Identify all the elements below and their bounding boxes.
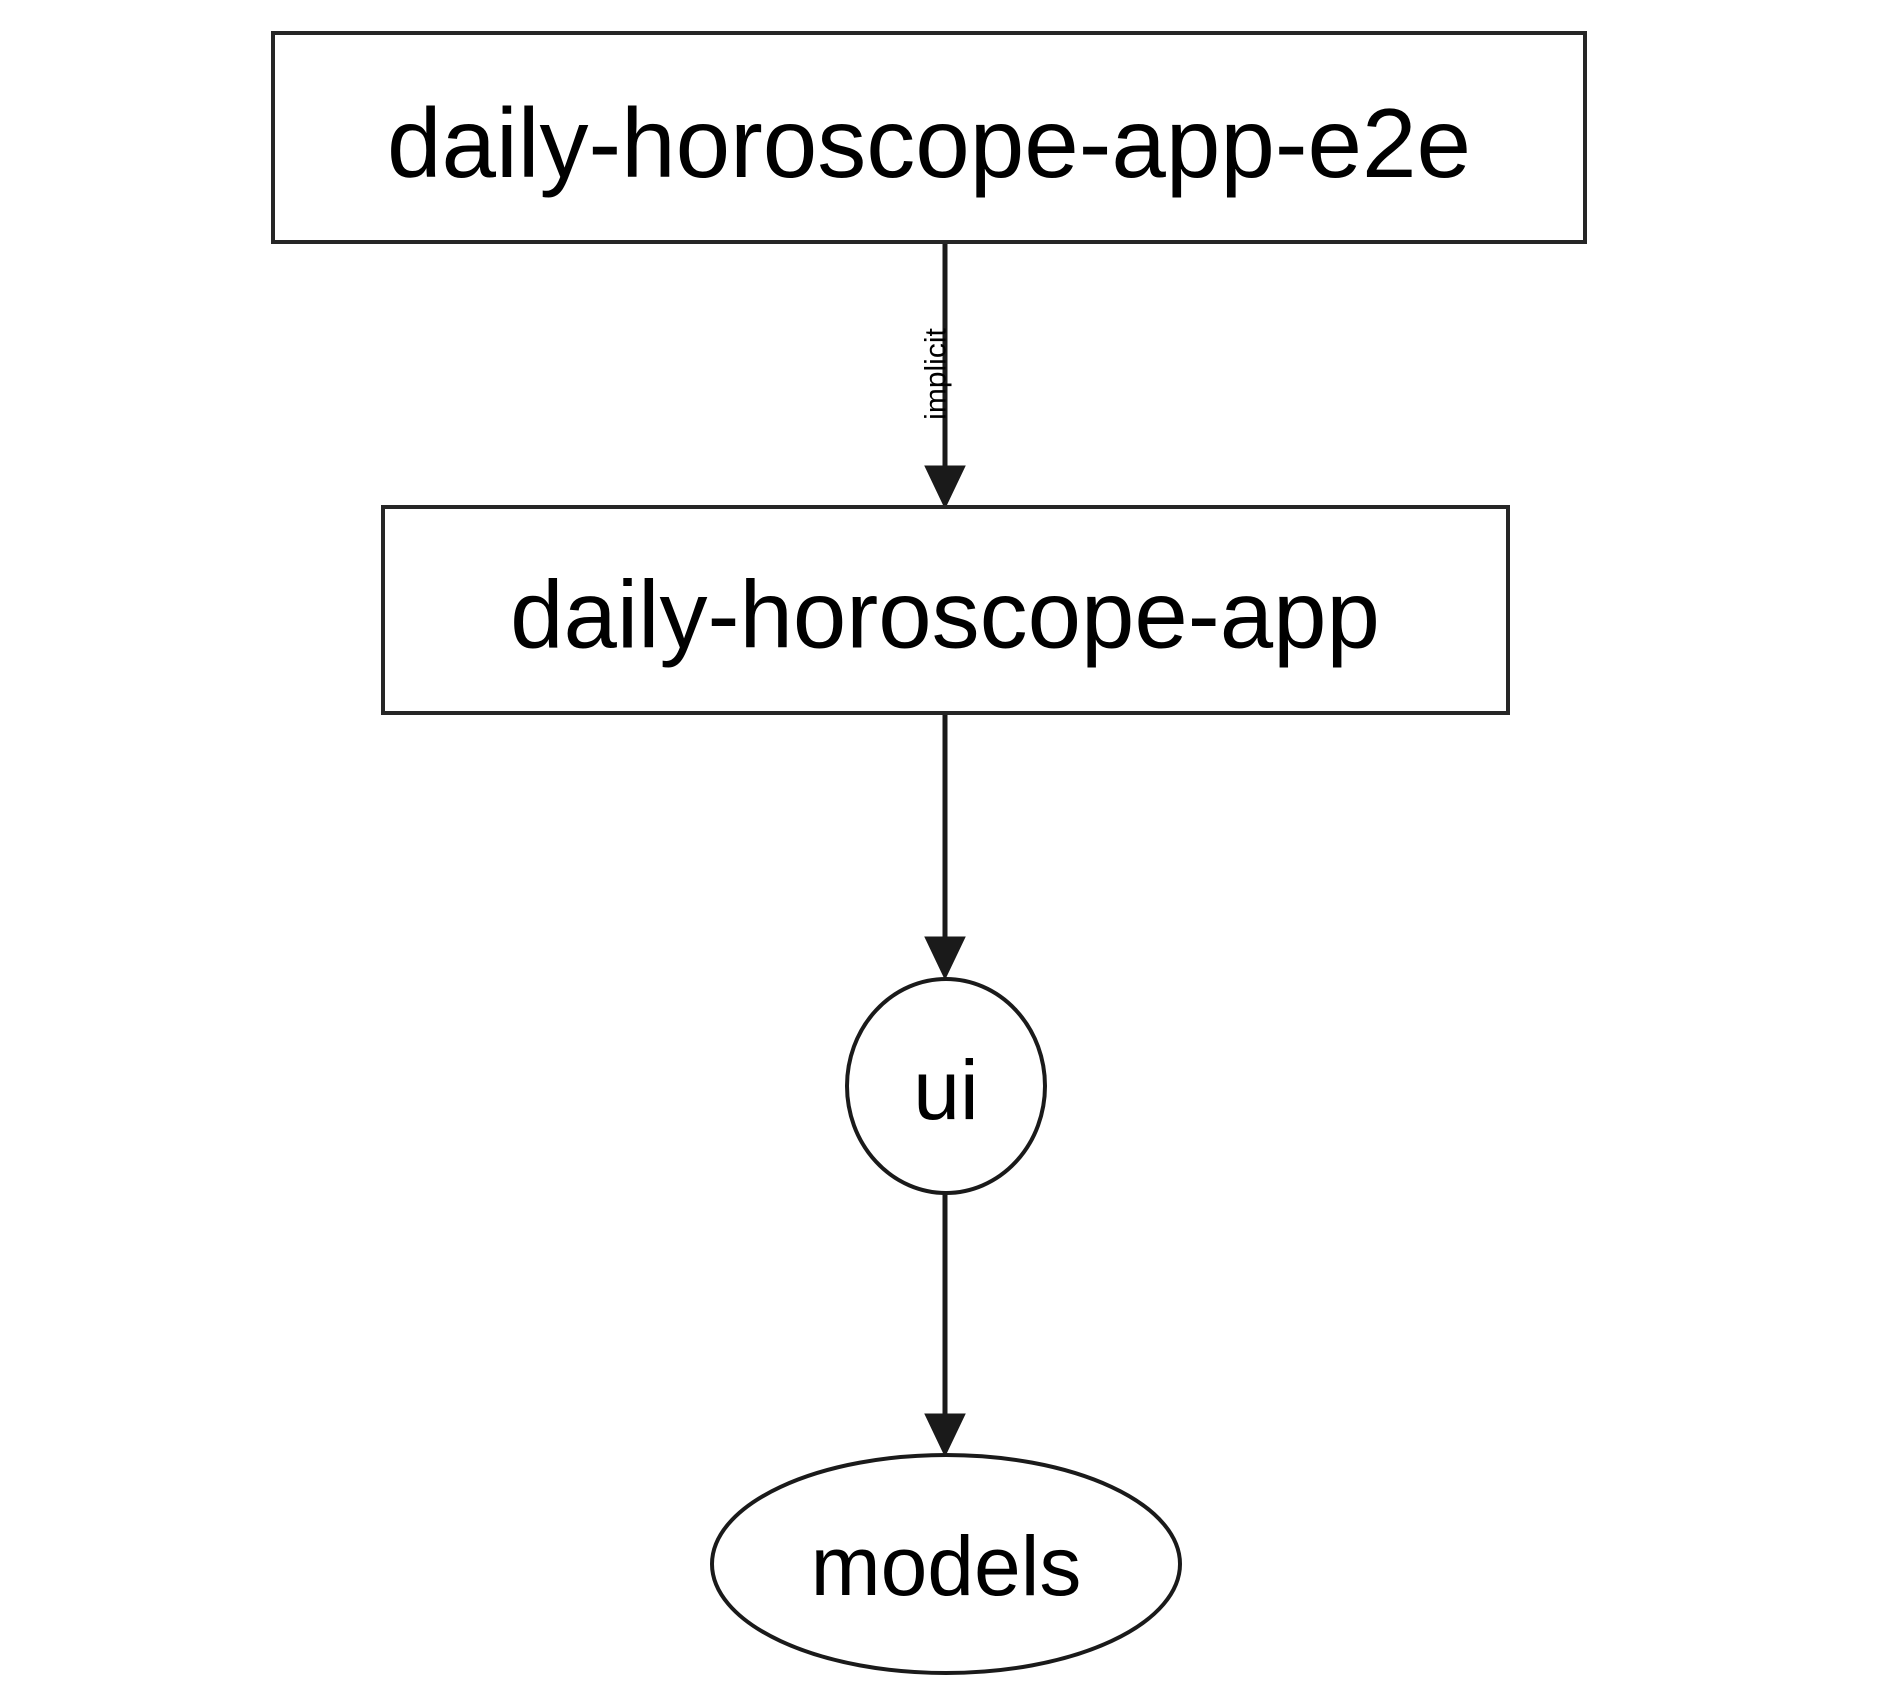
edge-app-to-ui[interactable]	[924, 713, 966, 981]
arrowhead-icon	[924, 1413, 966, 1458]
edge-e2e-to-app[interactable]: implicit	[920, 243, 966, 510]
edge-label-implicit: implicit	[920, 328, 953, 420]
node-ui[interactable]: ui	[845, 977, 1047, 1195]
node-ellipse-models	[710, 1453, 1182, 1675]
node-daily-horoscope-app-e2e[interactable]: daily-horoscope-app-e2e	[271, 31, 1587, 244]
edge-ui-to-models[interactable]	[924, 1193, 966, 1458]
node-rect-app	[381, 505, 1510, 715]
node-daily-horoscope-app[interactable]: daily-horoscope-app	[381, 505, 1510, 715]
node-label-e2e: daily-horoscope-app-e2e	[387, 88, 1471, 198]
arrowhead-icon	[924, 936, 966, 981]
node-rect-e2e	[271, 31, 1587, 244]
node-label-app: daily-horoscope-app	[510, 562, 1380, 669]
node-ellipse-ui	[845, 977, 1047, 1195]
arrowhead-icon	[924, 465, 966, 510]
node-label-models: models	[811, 1519, 1082, 1613]
node-models[interactable]: models	[710, 1453, 1182, 1675]
node-label-ui: ui	[913, 1043, 978, 1137]
